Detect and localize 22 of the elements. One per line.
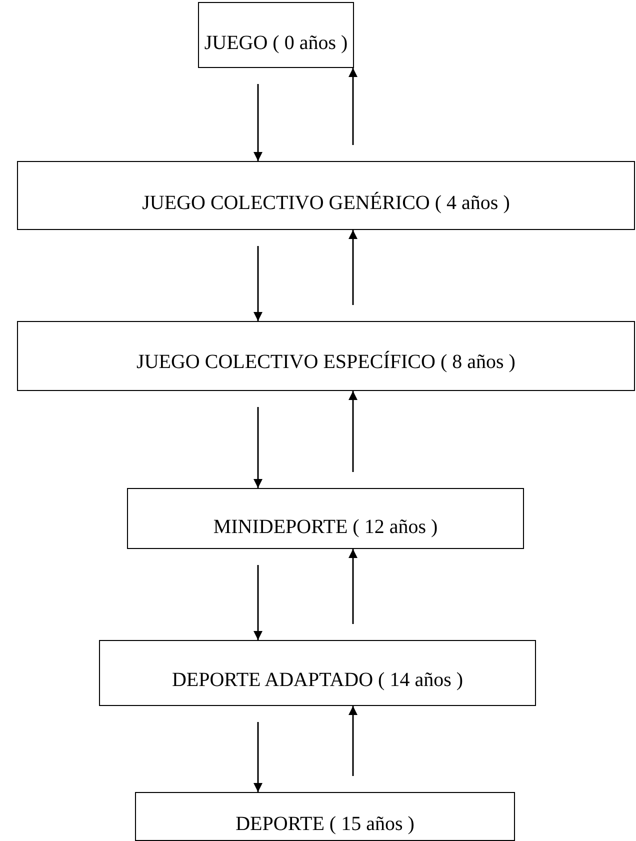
stage-label: JUEGO COLECTIVO ESPECÍFICO ( 8 años )	[136, 351, 516, 374]
stage-label: DEPORTE ADAPTADO ( 14 años )	[172, 669, 464, 692]
stage-box	[99, 640, 536, 706]
arrow	[254, 407, 262, 488]
arrow	[348, 391, 358, 472]
arrow	[348, 549, 358, 624]
arrow	[254, 722, 262, 792]
stage-label: MINIDEPORTE ( 12 años )	[213, 516, 438, 539]
stage-label: DEPORTE ( 15 años )	[236, 813, 414, 836]
stage-box	[135, 792, 515, 841]
arrow	[348, 68, 358, 145]
arrow	[254, 565, 262, 640]
arrow	[348, 230, 358, 305]
stage-label: JUEGO COLECTIVO GENÉRICO ( 4 años )	[142, 192, 510, 215]
stage-box	[127, 488, 524, 549]
stage-box	[17, 321, 635, 391]
arrow	[348, 706, 358, 776]
stage-box	[17, 161, 635, 230]
stage-box	[198, 2, 354, 68]
arrow	[254, 246, 262, 321]
stage-label: JUEGO ( 0 años )	[204, 32, 348, 55]
arrow	[254, 84, 262, 161]
